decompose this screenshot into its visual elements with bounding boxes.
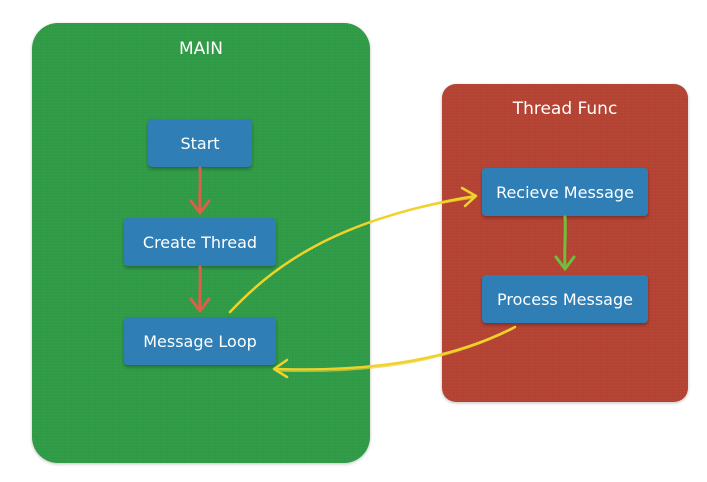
receive-message-box: Recieve Message: [482, 168, 648, 216]
message-loop-box: Message Loop: [124, 317, 276, 365]
start-box: Start: [148, 119, 252, 167]
thread-func-panel: Thread Func: [442, 84, 688, 402]
process-message-box: Process Message: [482, 275, 648, 323]
thread-func-panel-title: Thread Func: [512, 99, 618, 119]
main-panel-title: MAIN: [178, 39, 224, 59]
create-thread-box: Create Thread: [124, 218, 276, 266]
